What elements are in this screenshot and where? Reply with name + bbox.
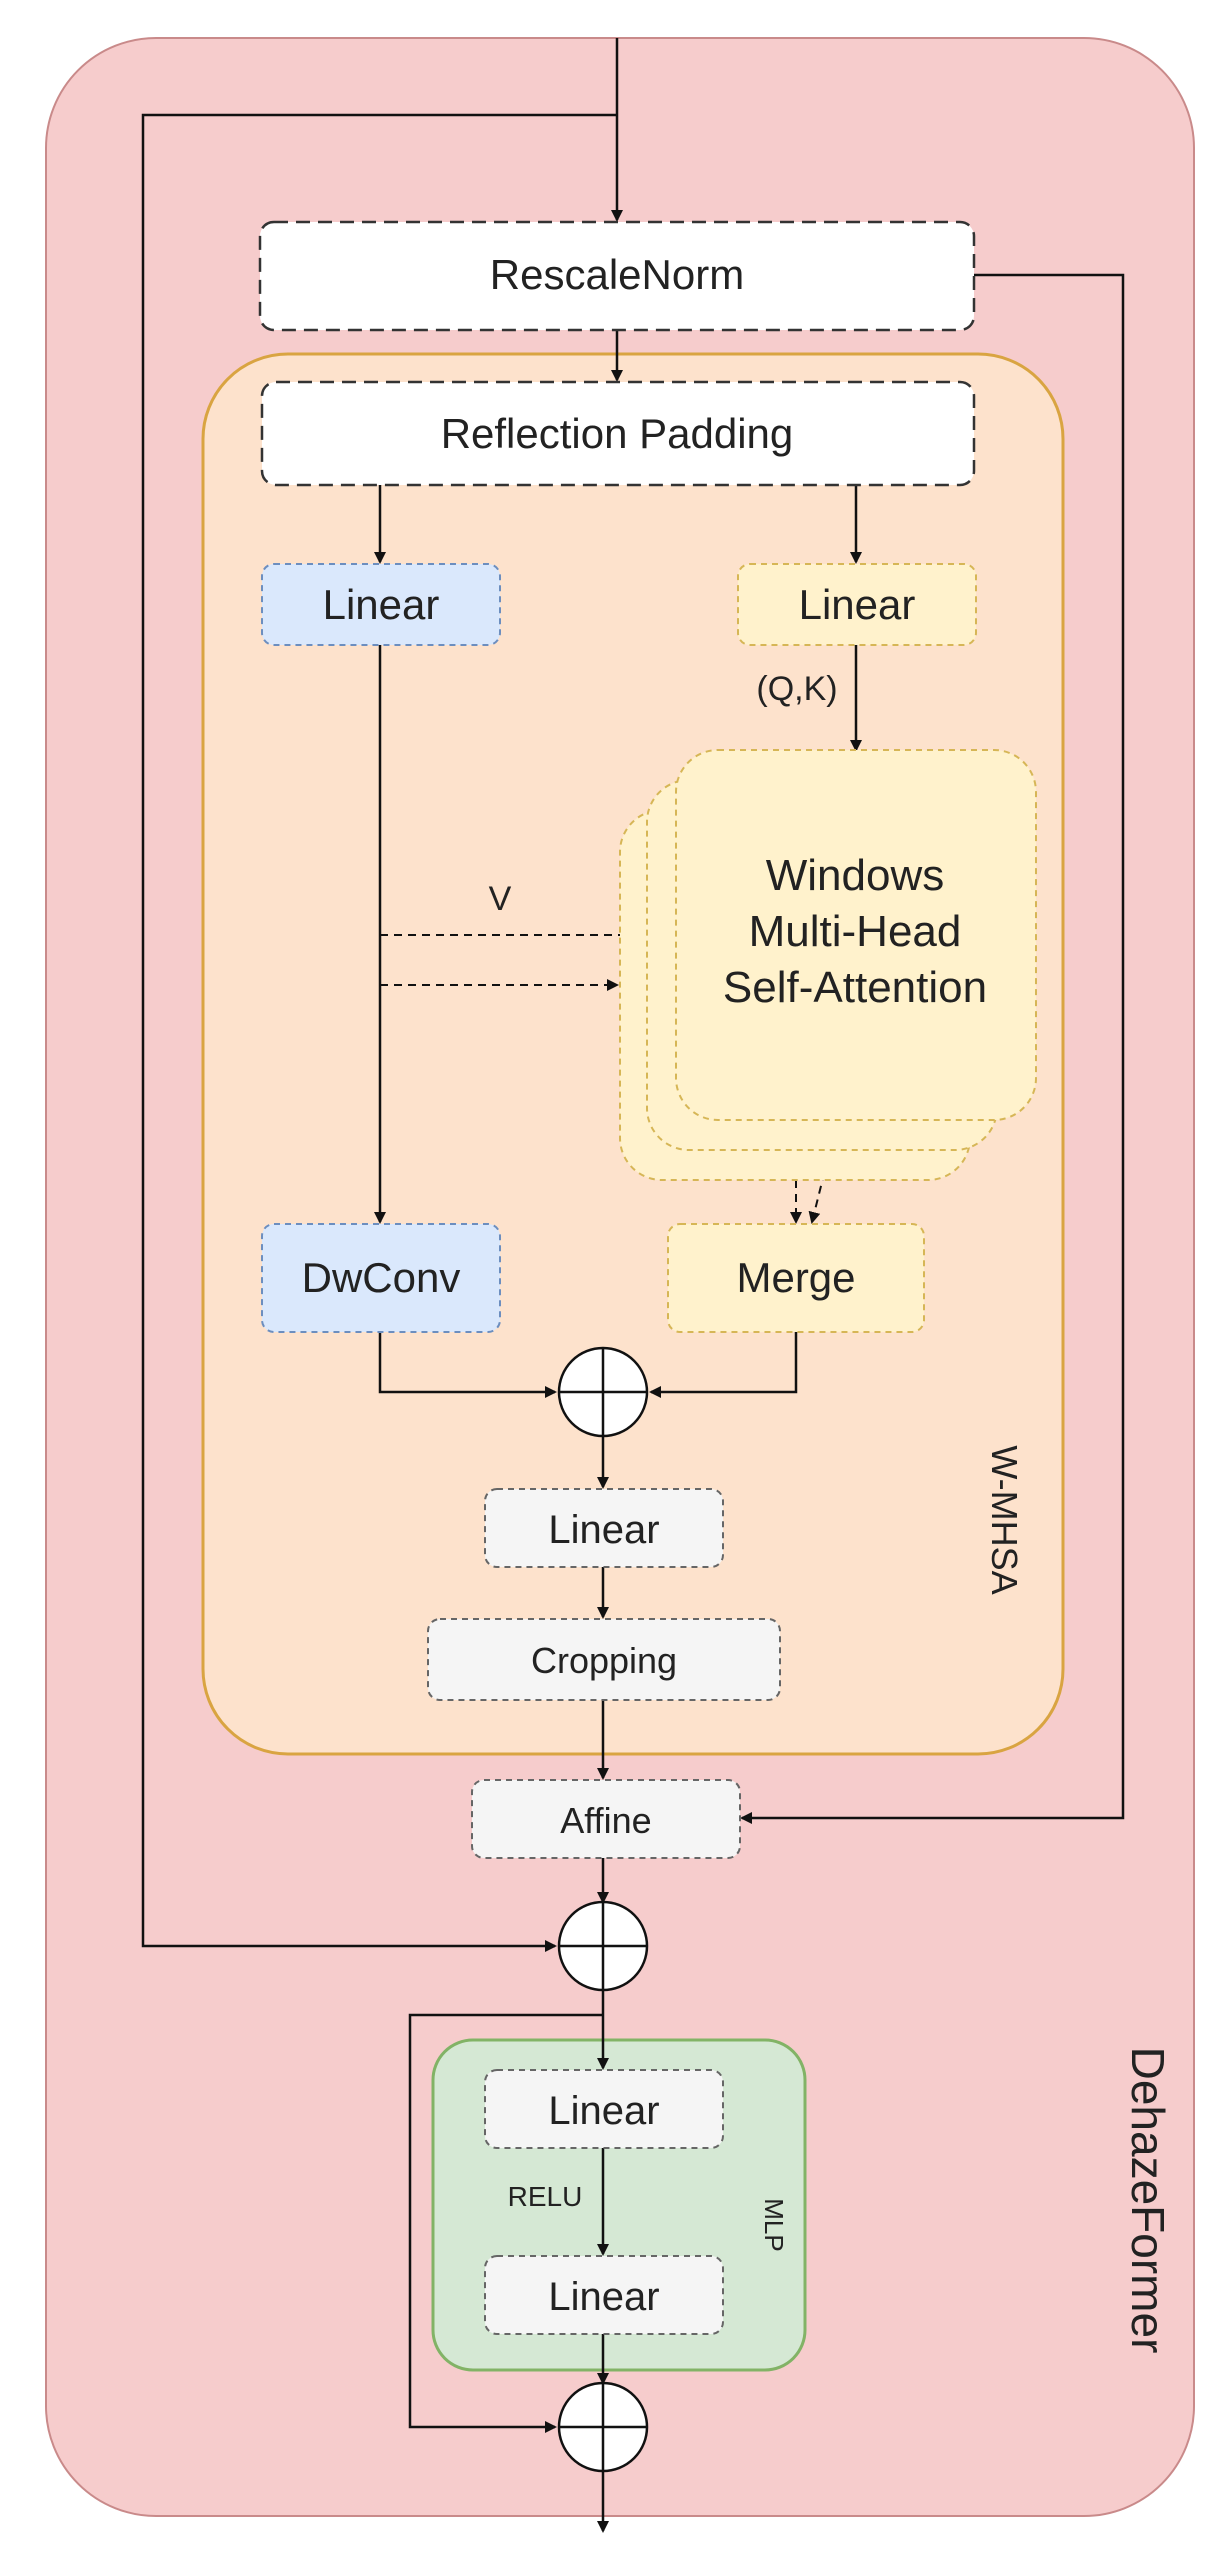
add-node-2 bbox=[557, 1900, 649, 1992]
wmhsa-attention-line: Multi-Head bbox=[749, 907, 962, 956]
merge-box bbox=[667, 1223, 925, 1333]
reflection-padding-box bbox=[260, 380, 976, 487]
add-node-1 bbox=[557, 1346, 649, 1438]
rescale-norm-label: RescaleNorm bbox=[490, 251, 744, 298]
linear-qk-box bbox=[737, 563, 977, 646]
linear-proj-box bbox=[484, 1488, 724, 1568]
add-node-3 bbox=[557, 2381, 649, 2473]
wmhsa-group-label: W-MHSA bbox=[984, 1445, 1025, 1594]
cropping-box bbox=[427, 1618, 781, 1701]
dwconv-box bbox=[261, 1223, 501, 1333]
connectors bbox=[141, 38, 1125, 2533]
affine-box bbox=[471, 1779, 741, 1859]
v-edge-label: V bbox=[489, 880, 512, 918]
mlp-linear-2-box bbox=[484, 2255, 724, 2335]
reflection-padding-label: Reflection Padding bbox=[441, 410, 794, 457]
wmhsa-attention-line: Self-Attention bbox=[723, 963, 987, 1012]
linear-v-label: Linear bbox=[323, 581, 440, 628]
cropping-label: Cropping bbox=[531, 1640, 677, 1681]
dehazeformer-title: DehazeFormer bbox=[1122, 2047, 1174, 2354]
relu-edge-label: RELU bbox=[508, 2181, 583, 2212]
dwconv-label: DwConv bbox=[302, 1254, 461, 1301]
mlp-linear-1-box bbox=[484, 2069, 724, 2149]
qk-edge-label: (Q,K) bbox=[756, 670, 837, 708]
rescale-norm-box bbox=[258, 220, 976, 332]
linear-qk-label: Linear bbox=[799, 581, 916, 628]
mlp-linear-1-label: Linear bbox=[548, 2089, 659, 2133]
linear-proj-label: Linear bbox=[548, 1508, 659, 1552]
linear-v-box bbox=[261, 563, 501, 646]
mlp-linear-2-label: Linear bbox=[548, 2275, 659, 2319]
mlp-group-label: MLP bbox=[759, 2198, 789, 2251]
wmhsa-attention-box bbox=[675, 749, 1037, 1121]
affine-label: Affine bbox=[560, 1800, 651, 1841]
merge-label: Merge bbox=[736, 1254, 855, 1301]
wmhsa-attention-line: Windows bbox=[766, 851, 945, 900]
